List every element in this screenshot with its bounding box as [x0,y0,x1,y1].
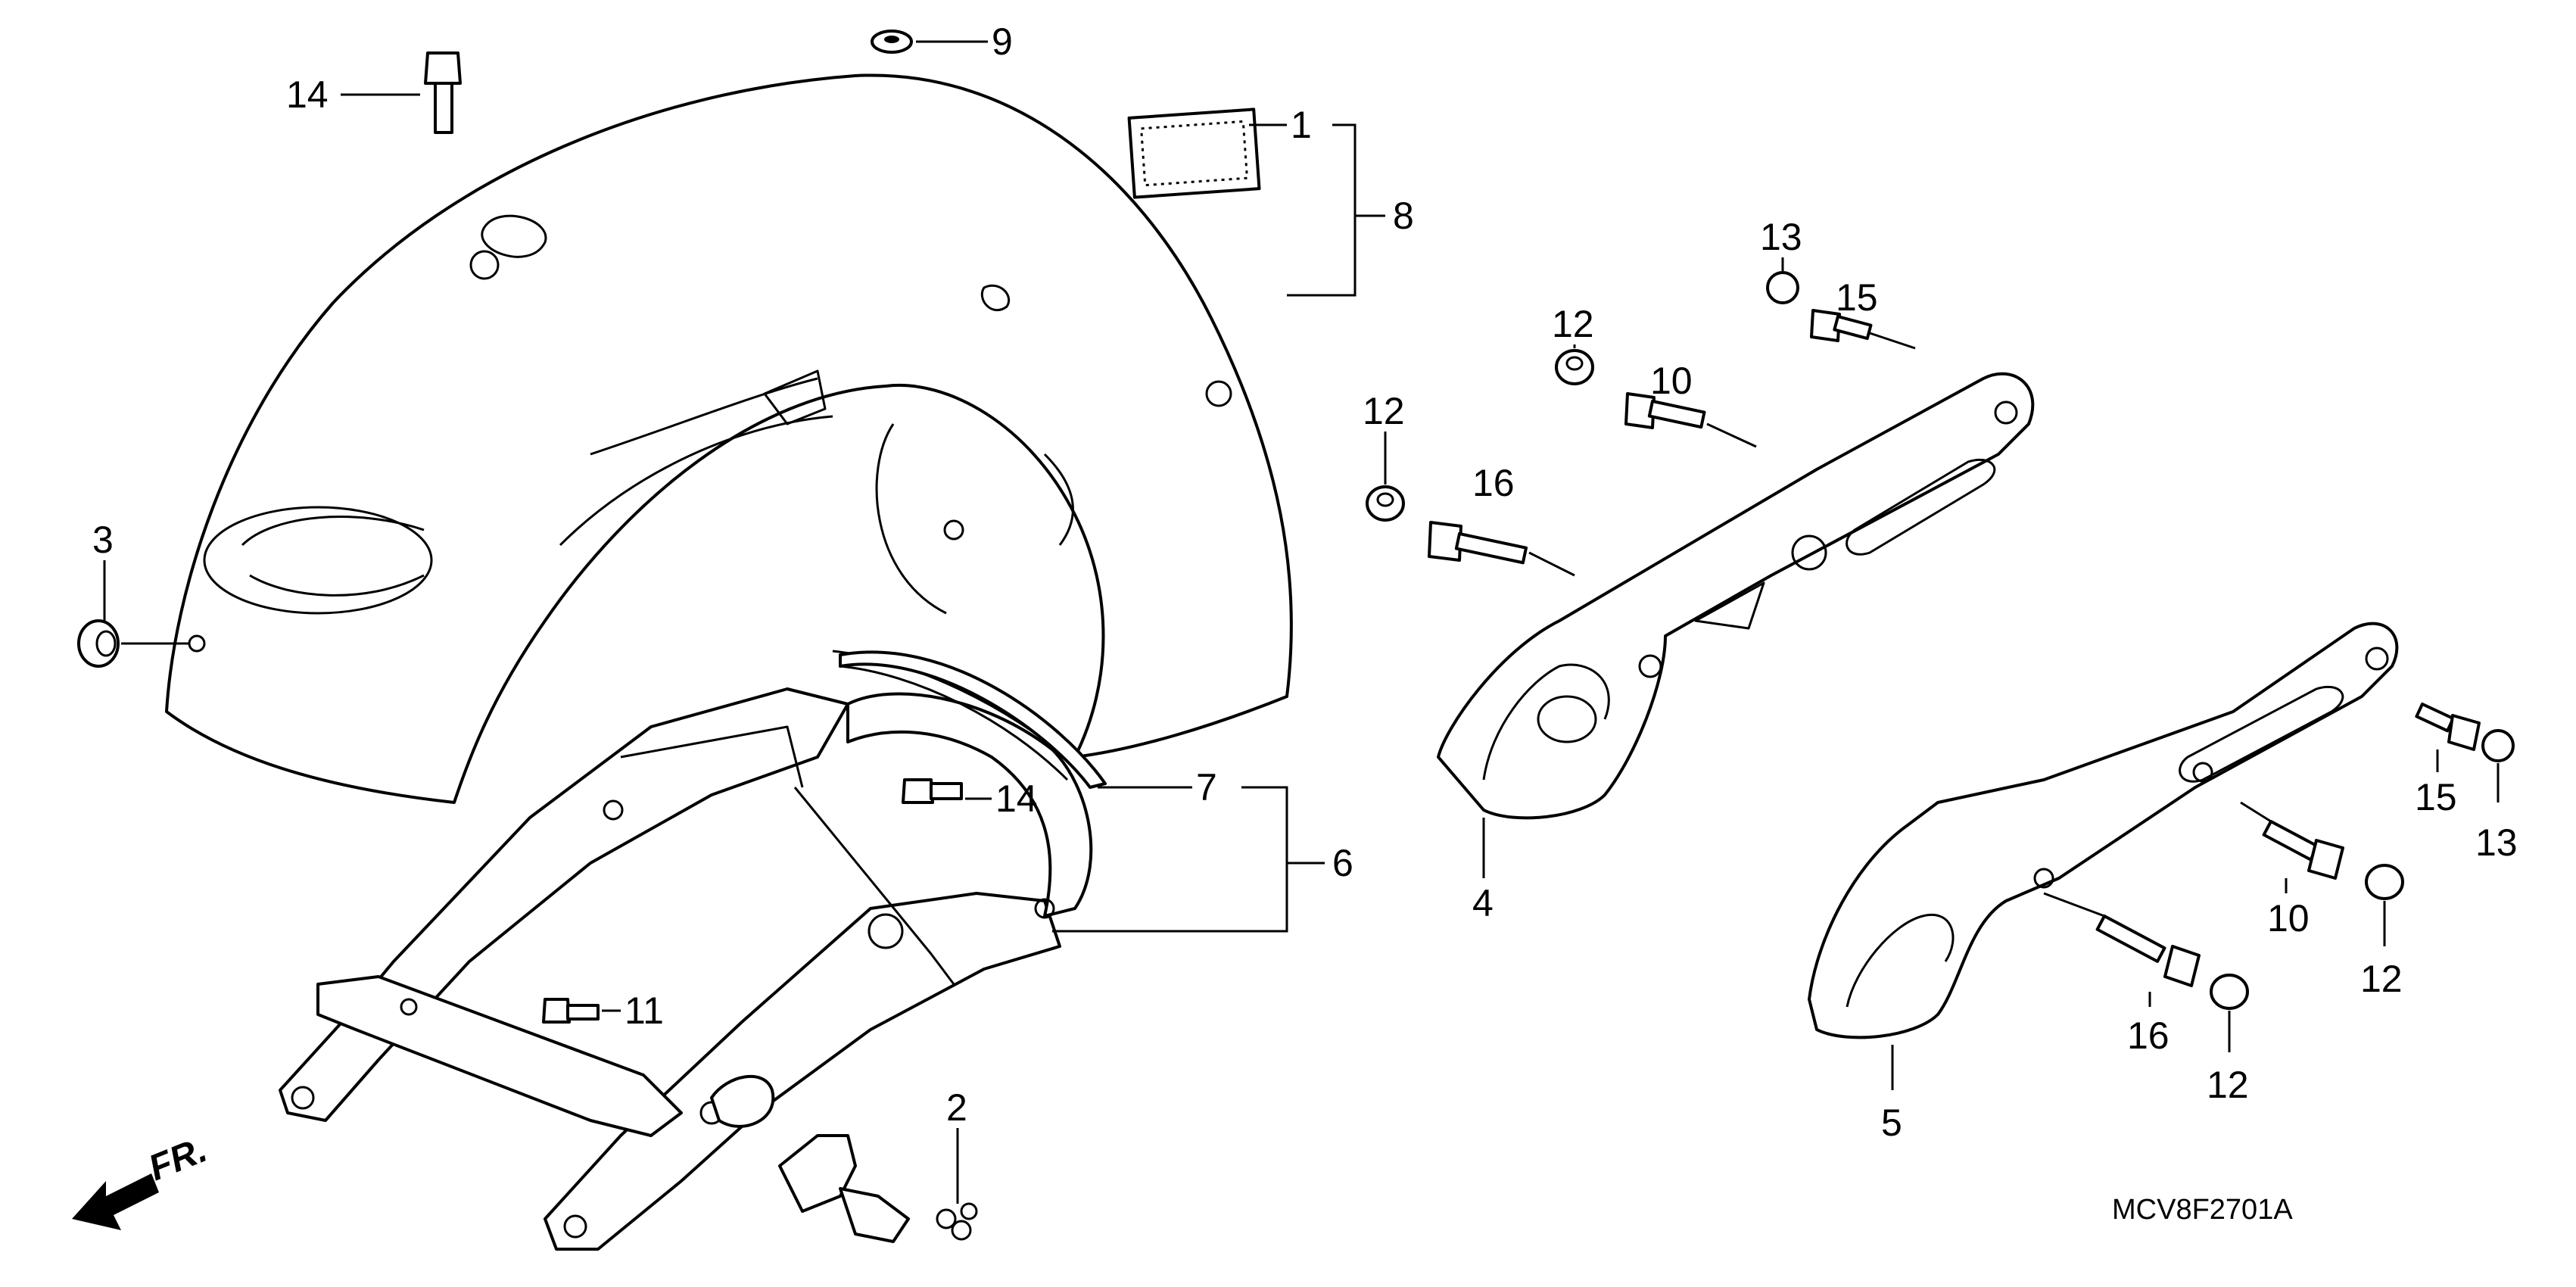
bolt-15a [1810,309,1873,342]
collar-13a [1766,271,1799,304]
callout-15-b: 15 [2415,776,2457,818]
callout-9: 9 [992,20,1013,63]
grab-rail-5 [1808,622,2399,1039]
callout-16-a: 16 [1472,462,1515,504]
callout-16-b: 16 [2127,1014,2170,1057]
collar-13b [2481,729,2515,762]
bolt-10a [1624,392,1706,429]
callout-7: 7 [1196,766,1217,809]
grommet-3 [77,619,120,668]
callout-14-frame: 14 [995,777,1038,820]
callout-4: 4 [1472,882,1494,924]
bolt-15b [2415,702,2481,751]
flange-bolt-14-top [424,51,462,134]
callout-12-c: 12 [2360,958,2403,1000]
collar-12d [2210,974,2249,1010]
callout-2: 2 [946,1086,967,1129]
callout-1: 1 [1291,104,1312,146]
license-bracket [778,1134,978,1243]
callout-labels: 1 8 9 14 3 7 6 14 11 2 12 12 13 15 10 16… [92,20,2518,1144]
callout-12-b: 12 [1552,303,1594,345]
bolt-10b [2262,820,2344,880]
rear-fender-frame [279,650,1093,1251]
seal-strip [839,650,1107,789]
rear-fender [165,73,1293,804]
grab-rail-4 [1437,372,2035,820]
callout-11: 11 [625,989,664,1032]
callout-12-d: 12 [2207,1064,2249,1106]
callout-13-b: 13 [2475,821,2518,864]
callout-10-b: 10 [2267,897,2310,940]
collar-12c [2365,864,2404,900]
callout-8: 8 [1393,195,1414,237]
bolt-11 [542,998,600,1024]
reflector [1127,108,1261,199]
flange-bolt-14-frame [902,778,963,804]
callout-6: 6 [1332,842,1353,884]
collar-12b [1555,349,1594,385]
collar-12a [1366,485,1405,522]
callout-3: 3 [92,519,114,561]
callout-10-a: 10 [1650,360,1693,402]
front-direction-arrow-icon: FR. [72,1130,213,1230]
leader-lines [103,40,2500,1204]
callout-15-a: 15 [1836,276,1878,319]
callout-12-a: 12 [1363,390,1405,432]
grommet-9 [871,30,913,54]
callout-14-top: 14 [286,73,329,116]
bolt-16b [2095,915,2201,987]
bolt-16a [1428,521,1528,565]
diagram-code: MCV8F2701A [2112,1194,2293,1226]
callout-13-a: 13 [1760,216,1802,258]
callout-5: 5 [1881,1102,1902,1144]
